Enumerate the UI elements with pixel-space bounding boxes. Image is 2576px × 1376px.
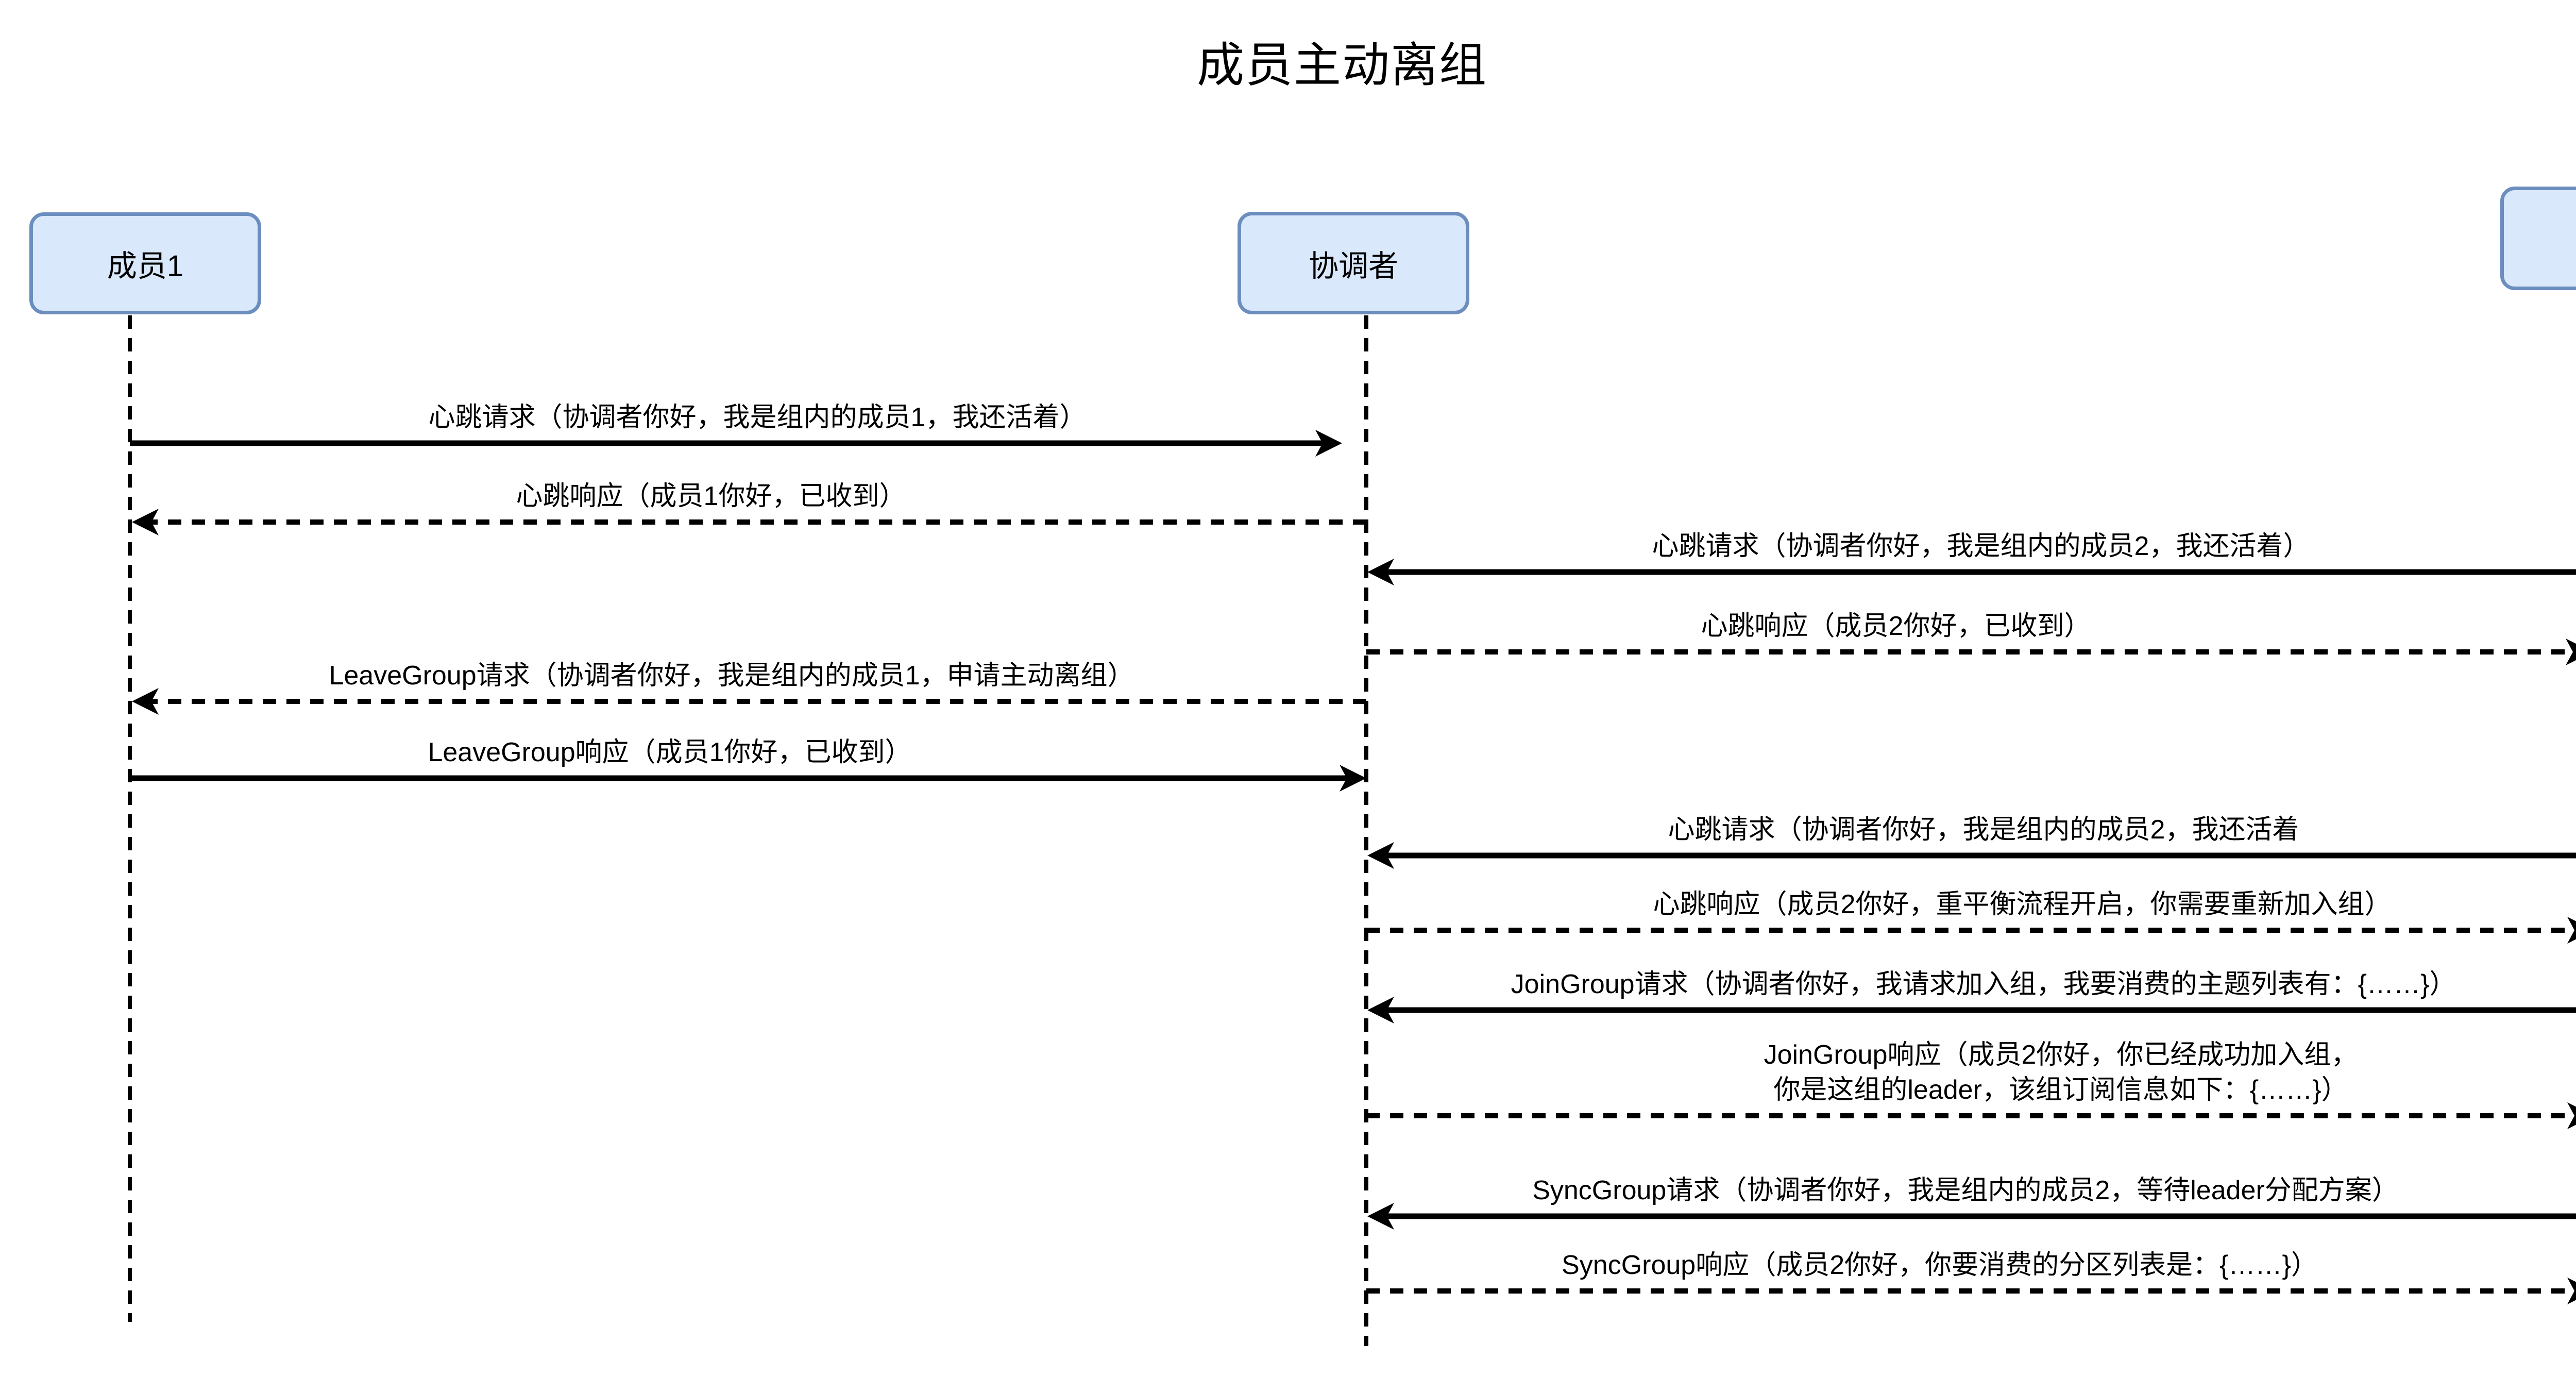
message-arrowhead-1-right [1315, 430, 1342, 457]
diagram-title: 成员主动离组 [1196, 39, 1488, 92]
message-label-6: LeaveGroup响应（成员1你好，已收到） [428, 735, 911, 770]
message-label-3-line-1: 心跳请求（协调者你好，我是组内的成员2，我还活着） [1652, 531, 2310, 561]
message-arrowhead-6-right [1340, 765, 1366, 792]
message-label-1: 心跳请求（协调者你好，我是组内的成员1，我还活着） [429, 400, 1087, 435]
message-arrowhead-3-left [1367, 559, 1394, 585]
message-arrowhead-5-left [132, 688, 159, 715]
message-label-1-line-1: 心跳请求（协调者你好，我是组内的成员1，我还活着） [428, 402, 1087, 432]
message-arrowhead-2-left [132, 509, 159, 535]
participant-box-member1: 成员1 [29, 212, 261, 314]
message-arrowhead-4-right [2566, 639, 2576, 665]
message-label-12-line-1: SyncGroup响应（成员2你好，你要消费的分区列表是：{……}） [1562, 1250, 2318, 1280]
message-label-12: SyncGroup响应（成员2你好，你要消费的分区列表是：{……}） [1562, 1248, 2318, 1283]
message-label-3: 心跳请求（协调者你好，我是组内的成员2，我还活着） [1652, 529, 2310, 564]
message-label-4-line-1: 心跳响应（成员2你好，已收到） [1701, 611, 2091, 641]
participant-box-coordinator: 协调者 [1238, 212, 1469, 314]
message-arrowhead-12-right [2567, 1278, 2576, 1304]
message-label-2-line-1: 心跳响应（成员1你好，已收到） [516, 481, 906, 511]
message-label-5-line-1: LeaveGroup请求（协调者你好，我是组内的成员1，申请主动离组） [329, 661, 1134, 691]
message-label-10: JoinGroup响应（成员2你好，你已经成功加入组， 你是这组的leader，该… [1764, 1037, 2358, 1107]
participant-label-member1: 成员1 [107, 249, 184, 283]
message-label-11-line-1: SyncGroup请求（协调者你好，我是组内的成员2，等待leader分配方案） [1532, 1176, 2399, 1205]
message-arrowhead-11-left [1367, 1203, 1394, 1230]
message-arrowhead-9-left [1367, 997, 1394, 1023]
message-label-9: JoinGroup请求（协调者你好，我请求加入组，我要消费的主题列表有：{……}… [1511, 967, 2456, 1002]
message-label-8-line-1: 心跳响应（成员2你好，重平衡流程开启，你需要重新加入组） [1653, 890, 2392, 919]
message-label-9-line-1: JoinGroup请求（协调者你好，我请求加入组，我要消费的主题列表有：{……}… [1511, 969, 2456, 999]
participant-box-member2: 成员2 [2500, 187, 2576, 290]
message-arrowhead-10-right [2567, 1102, 2576, 1129]
message-label-10-line-1: JoinGroup响应（成员2你好，你已经成功加入组， [1764, 1040, 2358, 1070]
message-arrowhead-7-left [1367, 842, 1394, 869]
message-label-7-line-1: 心跳请求（协调者你好，我是组内的成员2，我还活着 [1668, 815, 2299, 845]
participant-label-coordinator: 协调者 [1308, 249, 1398, 283]
message-label-11: SyncGroup请求（协调者你好，我是组内的成员2，等待leader分配方案） [1532, 1173, 2399, 1208]
message-label-4: 心跳响应（成员2你好，已收到） [1701, 609, 2091, 644]
message-label-5: LeaveGroup请求（协调者你好，我是组内的成员1，申请主动离组） [329, 658, 1134, 693]
message-label-6-line-1: LeaveGroup响应（成员1你好，已收到） [428, 737, 912, 767]
message-label-10-line-2: 你是这组的leader，该组订阅信息如下：{……}） [1773, 1075, 2348, 1105]
message-label-7: 心跳请求（协调者你好，我是组内的成员2，我还活着 [1668, 812, 2299, 847]
message-arrowhead-8-right [2567, 917, 2576, 944]
message-label-8: 心跳响应（成员2你好，重平衡流程开启，你需要重新加入组） [1653, 887, 2392, 922]
message-label-2: 心跳响应（成员1你好，已收到） [516, 479, 906, 514]
